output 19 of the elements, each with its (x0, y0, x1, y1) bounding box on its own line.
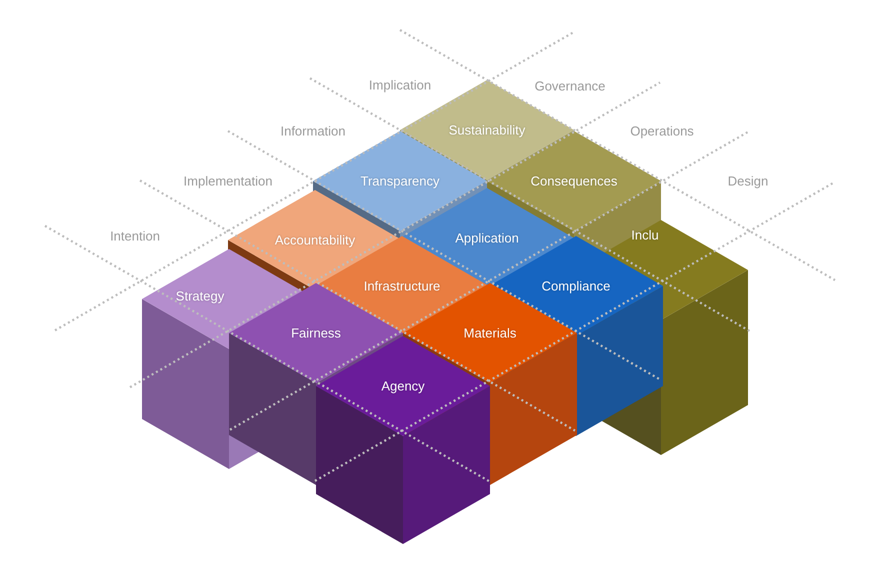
block-label: Application (455, 230, 519, 246)
axis-label: Intention (110, 228, 160, 244)
block-label: Strategy (176, 288, 224, 304)
axis-label: Operations (630, 124, 694, 138)
axis-label: Information (280, 124, 346, 138)
block-label: Agency (381, 378, 425, 394)
block-label: Compliance (542, 278, 610, 294)
block-label: Inclu (631, 228, 659, 242)
block-label: Transparency (360, 174, 440, 188)
block-label: Accountability (274, 232, 356, 248)
block-label: Materials (464, 326, 516, 340)
axis-label: Design (728, 174, 768, 188)
axis-label: Implication (368, 78, 432, 92)
axis-label: Governance (534, 78, 606, 94)
block-label: Sustainability (448, 122, 526, 138)
block-label: Consequences (530, 174, 618, 188)
block-label: Fairness (291, 326, 341, 340)
axis-label: Implementation (184, 174, 272, 188)
block-label: Infrastructure (364, 278, 440, 294)
